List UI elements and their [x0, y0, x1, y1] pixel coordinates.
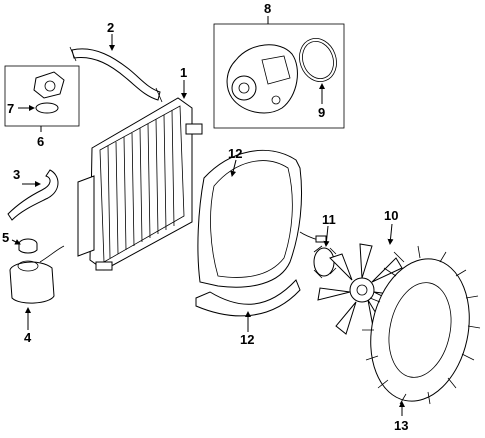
callout-13: 13 [394, 418, 408, 433]
callout-8: 8 [264, 1, 271, 16]
callout-11: 11 [322, 212, 336, 227]
callout-12-upper: 12 [228, 146, 242, 161]
reservoir-cap[interactable] [18, 238, 38, 254]
callout-3: 3 [13, 167, 20, 182]
lower-radiator-hose[interactable] [7, 169, 59, 221]
callout-1: 1 [180, 65, 187, 80]
fan-shroud[interactable] [195, 149, 302, 317]
fan-clutch[interactable] [299, 231, 337, 279]
radiator[interactable] [77, 97, 203, 271]
water-pump-kit-box [213, 23, 345, 129]
callout-2: 2 [107, 20, 114, 35]
callout-6: 6 [37, 134, 44, 149]
leader-lines [11, 16, 405, 416]
water-pump-gasket[interactable] [294, 33, 343, 87]
callout-12-lower: 12 [240, 332, 254, 347]
fan-ring-shroud[interactable] [358, 245, 482, 410]
callout-7: 7 [7, 101, 14, 116]
thermostat-housing[interactable] [33, 71, 65, 99]
callout-5: 5 [2, 230, 9, 245]
upper-radiator-hose[interactable] [69, 46, 163, 103]
water-pump[interactable] [226, 44, 298, 114]
callout-10: 10 [384, 208, 398, 223]
callout-4: 4 [24, 330, 32, 345]
coolant-reservoir[interactable] [9, 245, 65, 304]
callout-9: 9 [318, 105, 325, 120]
thermostat-gasket[interactable] [35, 102, 59, 114]
thermostat-kit-box [4, 65, 80, 127]
